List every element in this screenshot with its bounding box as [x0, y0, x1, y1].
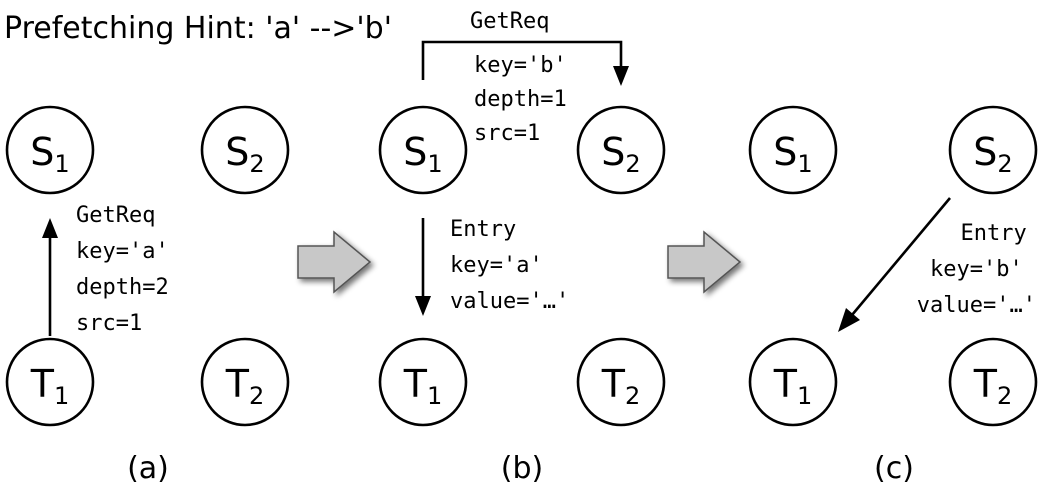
- panel-a: S1 S2 T1 T2 GetReq key='a' depth=2 src=1…: [5, 105, 290, 486]
- node-s1: S1: [378, 105, 468, 195]
- node-label: S: [30, 130, 54, 174]
- node-t1: T1: [748, 337, 838, 427]
- caption-a: (a): [127, 451, 169, 486]
- transition-arrow-1: [297, 230, 372, 294]
- node-s2: S2: [200, 105, 290, 195]
- node-label: T: [773, 362, 798, 406]
- node-label: T: [30, 362, 55, 406]
- node-subscript: 1: [54, 382, 69, 410]
- node-label: S: [773, 130, 797, 174]
- panel-b: S1 S2 T1 T2 GetReq key='b' depth=1 src=1: [378, 9, 666, 486]
- node-subscript: 2: [997, 382, 1012, 410]
- message-line: src=1: [474, 121, 540, 146]
- message-getreq-b: GetReq key='b' depth=1 src=1: [470, 9, 580, 146]
- node-label: T: [225, 362, 250, 406]
- arrow-s1-to-s2: [421, 40, 629, 86]
- message-line: GetReq: [470, 9, 549, 34]
- node-subscript: 1: [54, 150, 69, 178]
- svg-text:T1: T1: [30, 362, 70, 410]
- message-getreq-a: GetReq key='a' depth=2 src=1: [76, 203, 182, 336]
- node-subscript: 1: [427, 150, 442, 178]
- panel-c: S1 S2 T1 T2 Entry key='b' value='…' (c): [748, 105, 1040, 486]
- message-line: key='a': [450, 253, 543, 278]
- svg-text:T2: T2: [601, 362, 641, 410]
- node-subscript: 1: [797, 382, 812, 410]
- svg-text:S2: S2: [973, 130, 1012, 178]
- svg-text:T1: T1: [403, 362, 443, 410]
- node-t1: T1: [378, 337, 468, 427]
- svg-text:T2: T2: [973, 362, 1013, 410]
- message-line: value='…': [917, 293, 1036, 318]
- message-line: Entry: [450, 217, 516, 242]
- message-line: depth=2: [76, 275, 169, 300]
- node-label: T: [973, 362, 998, 406]
- node-subscript: 2: [249, 150, 264, 178]
- node-label: T: [601, 362, 626, 406]
- node-label: S: [973, 130, 997, 174]
- message-line: key='b': [930, 257, 1023, 282]
- arrow-t1-to-s1: [42, 218, 58, 336]
- message-line: key='b': [474, 53, 567, 78]
- svg-text:T1: T1: [773, 362, 813, 410]
- message-entry-b: Entry key='b' value='…': [917, 221, 1040, 318]
- message-line: src=1: [76, 311, 142, 336]
- node-label: T: [403, 362, 428, 406]
- svg-text:S1: S1: [773, 130, 812, 178]
- caption-b: (b): [501, 451, 543, 486]
- message-line: Entry: [961, 221, 1027, 246]
- transition-arrow-2: [667, 230, 742, 294]
- node-t2: T2: [200, 337, 290, 427]
- svg-text:T2: T2: [225, 362, 265, 410]
- message-line: value='…': [450, 289, 569, 314]
- arrow-s2-to-t1: [838, 197, 951, 332]
- svg-text:S1: S1: [30, 130, 69, 178]
- node-subscript: 2: [249, 382, 264, 410]
- message-entry-a: Entry key='a' value='…': [450, 217, 569, 314]
- message-line: GetReq: [76, 203, 155, 228]
- node-subscript: 2: [625, 150, 640, 178]
- node-s2: S2: [576, 105, 666, 195]
- node-t2: T2: [576, 337, 666, 427]
- svg-text:S2: S2: [225, 130, 264, 178]
- caption-c: (c): [874, 451, 914, 486]
- message-line: depth=1: [474, 87, 567, 112]
- arrow-s1-to-t1: [415, 218, 431, 316]
- node-s2: S2: [948, 105, 1038, 195]
- node-subscript: 2: [997, 150, 1012, 178]
- node-subscript: 1: [427, 382, 442, 410]
- svg-text:S1: S1: [403, 130, 442, 178]
- message-line: key='a': [76, 239, 169, 264]
- diagram-title: Prefetching Hint: 'a' -->'b': [4, 11, 392, 46]
- node-s1: S1: [5, 105, 95, 195]
- node-s1: S1: [748, 105, 838, 195]
- svg-text:S2: S2: [601, 130, 640, 178]
- node-subscript: 2: [625, 382, 640, 410]
- node-t2: T2: [948, 337, 1038, 427]
- node-subscript: 1: [797, 150, 812, 178]
- node-label: S: [601, 130, 625, 174]
- node-label: S: [225, 130, 249, 174]
- node-label: S: [403, 130, 427, 174]
- node-t1: T1: [5, 337, 95, 427]
